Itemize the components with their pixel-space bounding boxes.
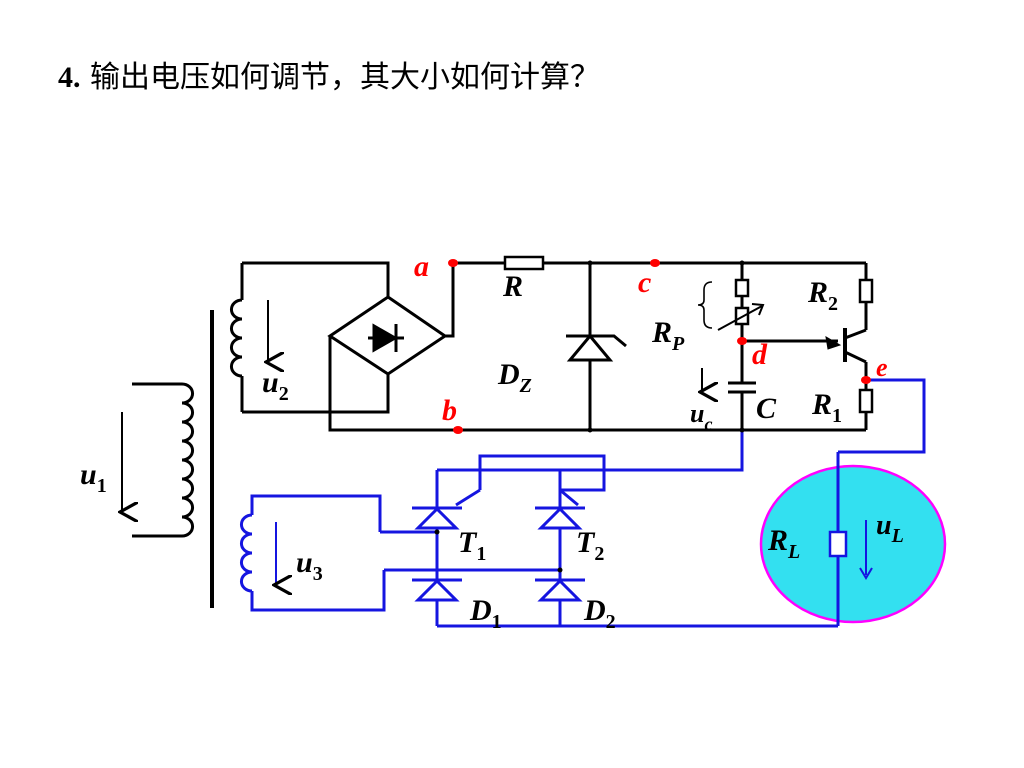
capacitor-C [728,381,756,430]
label-RP: RP [651,316,685,355]
transformer [122,263,268,608]
resistor-R [503,255,545,271]
control-circuit [242,255,874,432]
label-u1: u1 [80,458,107,497]
node-d-dot [737,337,747,345]
resistor-R1 [858,388,874,414]
label-R2: R2 [807,276,838,315]
label-T1: T1 [458,526,486,565]
primary-coil [132,382,194,538]
label-RL: RL [767,524,800,563]
node-b-dot [453,426,463,434]
bridge-rectifier [327,295,448,376]
label-R1: R1 [811,388,842,427]
label-node-d: d [752,338,768,371]
label-C: C [756,392,777,425]
label-uc: uc [690,399,712,434]
label-D2: D2 [583,594,616,633]
label-node-a: a [414,250,429,283]
label-node-c: c [638,266,651,299]
power-circuit [240,378,926,628]
potentiometer-RP [697,263,765,383]
resistor-RL [828,530,848,558]
transistor [742,328,868,380]
zener-diode-DZ [566,263,627,430]
resistor-R2 [858,278,874,304]
question-number: 4. [58,61,81,94]
bridge-diode-symbol [368,323,404,353]
secondary-coil-u2 [230,263,244,412]
label-DZ: DZ [497,358,532,397]
label-T2: T2 [576,526,604,565]
load-RL [759,452,947,626]
page-title: 4. 输出电压如何调节，其大小如何计算？ [58,52,600,96]
label-uL: uL [876,510,904,547]
label-node-e: e [876,353,888,382]
label-u3: u3 [296,546,323,585]
secondary-coil-u3 [240,494,386,612]
question-text: 输出电压如何调节，其大小如何计算？ [90,60,601,95]
label-R: R [502,270,523,303]
label-D1: D1 [469,594,502,633]
diode-D1 [412,578,462,602]
nodes [448,259,871,434]
thyristor-T2 [535,506,585,530]
node-e-dot [861,376,871,384]
node-c-dot [650,259,660,267]
diode-D2 [535,578,585,602]
thyristor-T1 [412,506,462,530]
label-u2: u2 [262,366,289,405]
label-node-b: b [442,394,457,427]
node-a-dot [448,259,458,267]
